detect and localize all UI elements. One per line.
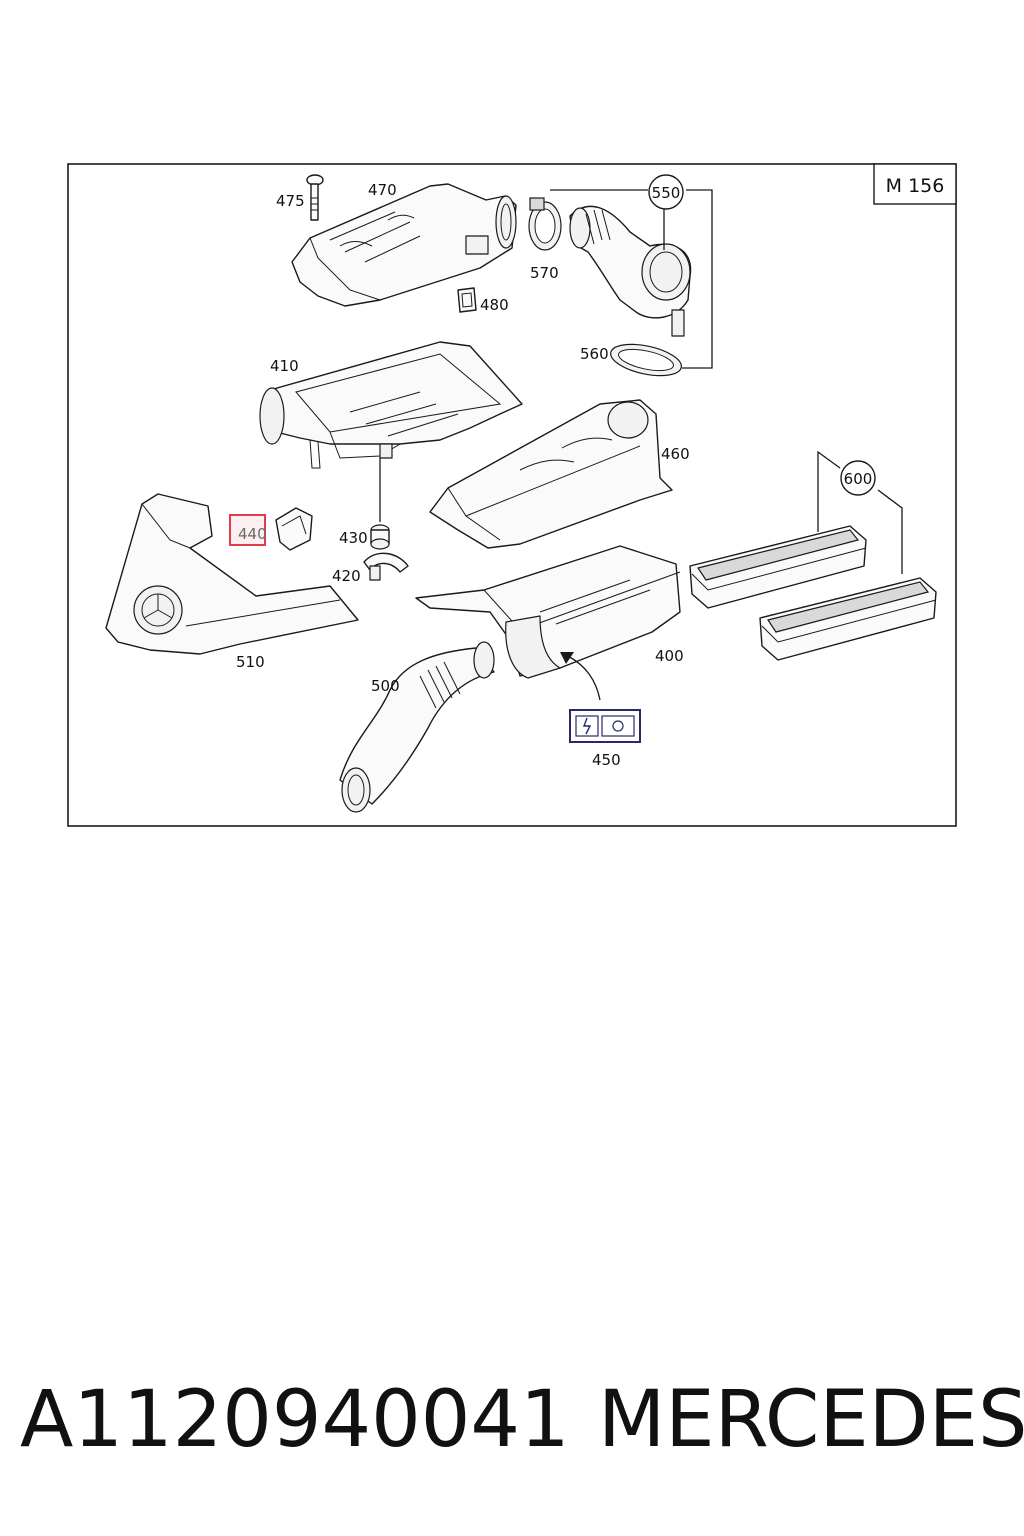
label-470: 470	[368, 181, 397, 199]
model-code: M 156	[886, 175, 945, 197]
label-500: 500	[371, 677, 400, 695]
brand-name: MERCEDES	[598, 1375, 1024, 1465]
label-420: 420	[332, 567, 361, 585]
label-460: 460	[661, 445, 690, 463]
model-code-box: M 156	[873, 163, 957, 205]
label-430: 430	[339, 529, 368, 547]
part-410-intake-housing	[259, 341, 523, 469]
part-500-intake-duct	[339, 641, 495, 813]
label-450: 450	[592, 751, 621, 769]
label-400: 400	[655, 647, 684, 665]
part-600-air-filter-a	[689, 525, 867, 609]
label-560: 560	[580, 345, 609, 363]
part-number: A1120940041	[20, 1375, 570, 1465]
arrowhead-450	[560, 652, 574, 664]
leader-600	[817, 450, 903, 574]
label-510: 510	[236, 653, 265, 671]
part-550-hose	[569, 205, 692, 337]
part-510-engine-cover	[105, 493, 359, 655]
callout-440-highlight[interactable]: 440	[229, 514, 267, 546]
part-570-clamp	[528, 197, 562, 251]
part-400-lower-housing	[415, 545, 681, 679]
label-440: 440	[238, 525, 267, 543]
part-420-strap	[363, 552, 409, 581]
label-550: 550	[652, 184, 681, 202]
part-460-cover	[429, 399, 673, 549]
leader-550	[550, 189, 713, 369]
part-470-intake-cover	[291, 183, 517, 307]
part-480-pad	[457, 287, 477, 313]
part-450-warning-label	[569, 709, 641, 743]
leader-450-arrow	[567, 655, 601, 701]
part-600-air-filter-b	[759, 577, 937, 661]
part-440-clip	[275, 507, 313, 551]
part-560-seal	[610, 343, 682, 377]
part-475-bolt	[306, 174, 324, 221]
callout-600: 600	[840, 460, 876, 496]
label-475: 475	[276, 192, 305, 210]
label-570: 570	[530, 264, 559, 282]
part-430-grommet	[370, 524, 390, 550]
callout-550: 550	[648, 174, 684, 210]
label-600: 600	[844, 470, 873, 488]
label-480: 480	[480, 296, 509, 314]
label-410: 410	[270, 357, 299, 375]
